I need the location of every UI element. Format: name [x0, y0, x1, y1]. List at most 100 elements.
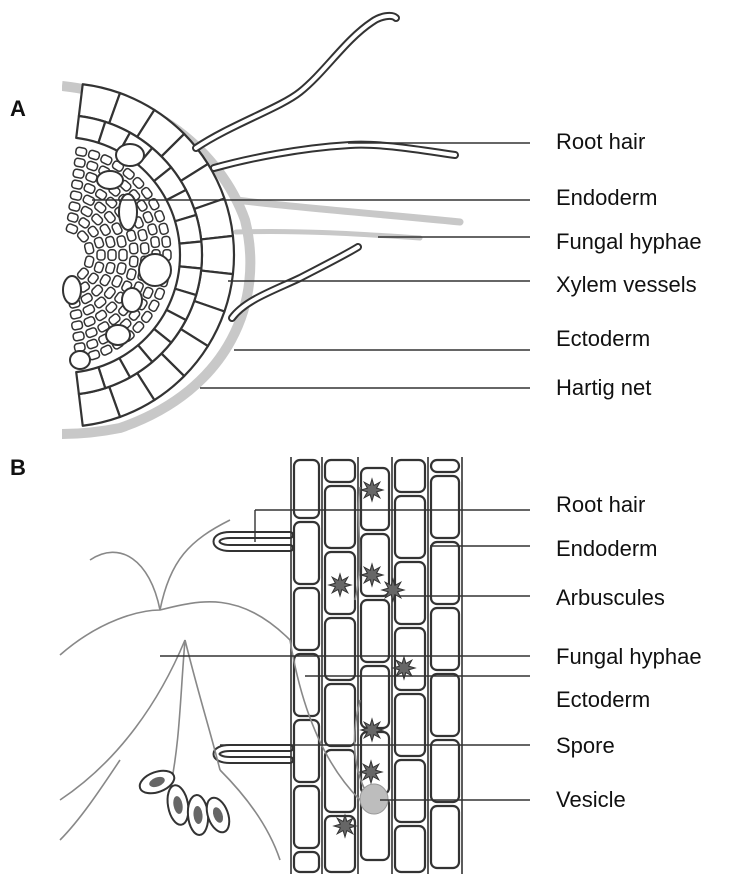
cortex-cell	[179, 241, 202, 268]
xylem-vessel	[139, 254, 171, 286]
cortical-cell	[395, 562, 425, 624]
arbuscule	[361, 719, 383, 741]
cell-column	[322, 457, 355, 874]
cortex-small-cell	[87, 225, 99, 238]
cortex-cell	[201, 236, 234, 274]
label-a-fungal-hyphae: Fungal hyphae	[556, 231, 702, 253]
cortical-cell	[361, 534, 389, 596]
cortex-small-cell	[91, 213, 104, 226]
cortex-small-cell	[162, 236, 171, 248]
cortical-cell	[325, 460, 355, 482]
cortical-cell	[395, 694, 425, 756]
cortex-small-cell	[158, 223, 168, 235]
arbuscule	[361, 479, 383, 501]
cortex-small-cell	[75, 147, 87, 157]
cortical-cell	[431, 806, 459, 868]
cortex-small-cell	[65, 223, 78, 234]
label-b-vesicle: Vesicle	[556, 789, 626, 811]
cortex-small-cell	[108, 313, 121, 326]
arbuscule	[361, 564, 383, 586]
cortex-small-cell	[95, 188, 108, 200]
cortical-cell	[294, 522, 319, 584]
cortex-small-cell	[105, 236, 115, 248]
cortex-small-cell	[67, 212, 79, 222]
cortical-cell	[395, 760, 425, 822]
root-hair-a-1-outline	[196, 16, 396, 148]
cortex-small-cell	[142, 211, 154, 224]
cortical-cell	[395, 826, 425, 872]
cortex-small-cell	[91, 284, 104, 297]
fungal-hypha-a	[236, 200, 460, 222]
cortex-small-cell	[132, 176, 145, 189]
label-b-ectoderm: Ectoderm	[556, 689, 650, 711]
cortical-cell	[361, 600, 389, 662]
cortex-small-cell	[140, 243, 149, 254]
xylem-vessel	[122, 288, 142, 312]
panel-b-letter: B	[10, 455, 26, 481]
arbuscule	[334, 815, 356, 837]
hypha	[90, 552, 160, 610]
hypha	[185, 640, 220, 770]
cortex-small-cell	[73, 169, 85, 179]
cortex-small-cell	[137, 229, 147, 241]
xylem-vessel	[97, 171, 123, 189]
cortex-small-cell	[126, 230, 137, 242]
cortical-cell	[325, 618, 355, 680]
arbuscule-cluster	[360, 761, 382, 783]
arbuscule	[360, 761, 382, 783]
cortex-small-cell	[85, 172, 98, 183]
cortex-small-cell	[116, 262, 126, 274]
cortex-small-cell	[99, 274, 111, 287]
cortex-small-cell	[94, 201, 107, 214]
cortex-small-cell	[122, 167, 135, 180]
cortex-small-cell	[95, 309, 108, 321]
cortex-small-cell	[116, 235, 126, 247]
cortex-cell	[76, 367, 105, 394]
cortical-cell	[294, 588, 319, 650]
root-hair-b-2-lumen	[217, 748, 291, 760]
cortex-small-cell	[94, 261, 105, 273]
xylem-vessel	[70, 351, 90, 369]
cortex-small-cell	[105, 262, 115, 274]
cortex-small-cell	[94, 296, 107, 309]
cortex-small-cell	[129, 243, 138, 254]
cortical-cell	[395, 460, 425, 492]
cortical-cell	[325, 486, 355, 548]
cortex-small-cell	[142, 286, 154, 299]
cortex-small-cell	[154, 210, 165, 223]
cortex-small-cell	[83, 316, 96, 327]
cortex-small-cell	[119, 250, 127, 261]
label-a-hartig-net: Hartig net	[556, 377, 651, 399]
cortex-small-cell	[154, 287, 165, 300]
arbuscule-cluster	[361, 479, 383, 501]
cortex-small-cell	[108, 250, 116, 261]
cortex-small-cell	[97, 250, 105, 260]
cortex-small-cell	[86, 339, 98, 350]
cortical-cell	[361, 468, 389, 530]
label-a-endoderm: Endoderm	[556, 187, 658, 209]
cortical-cell	[325, 684, 355, 746]
arbuscule-cluster	[382, 579, 404, 601]
panel-a-letter: A	[10, 96, 26, 122]
cortex-small-cell	[74, 158, 86, 168]
label-b-arbuscules: Arbuscules	[556, 587, 665, 609]
cortex-cell	[175, 215, 201, 244]
cortical-cell	[431, 476, 459, 538]
cortical-cell	[395, 496, 425, 558]
cortex-small-cell	[111, 275, 123, 288]
cortex-small-cell	[140, 310, 153, 323]
label-a-xylem-vessels: Xylem vessels	[556, 274, 697, 296]
cortex-small-cell	[132, 320, 145, 333]
arbuscule	[382, 579, 404, 601]
label-b-root-hair: Root hair	[556, 494, 645, 516]
cortex-small-cell	[71, 180, 83, 190]
cortex-small-cell	[86, 161, 98, 172]
cortex-small-cell	[70, 309, 82, 319]
cortex-small-cell	[82, 304, 95, 316]
xylem-vessel	[63, 276, 81, 304]
cortex-small-cell	[99, 223, 111, 236]
label-b-endoderm: Endoderm	[556, 538, 658, 560]
arbuscule-cluster	[361, 564, 383, 586]
label-a-ectoderm: Ectoderm	[556, 328, 650, 350]
